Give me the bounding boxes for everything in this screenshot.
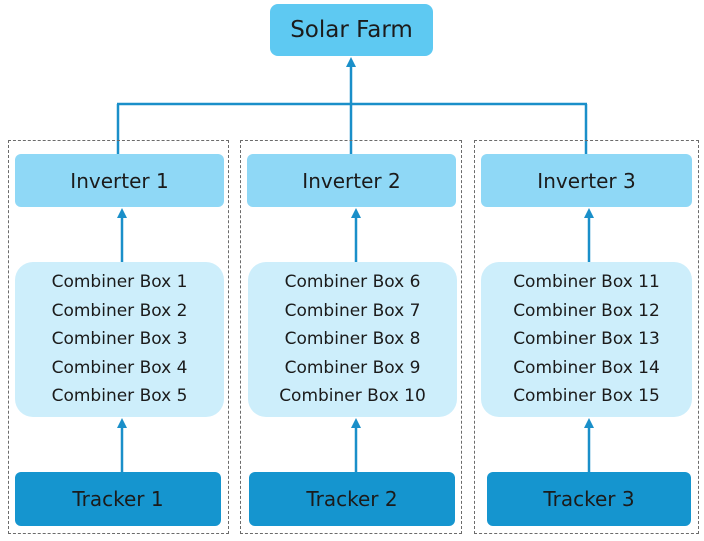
inverter-3-node: Inverter 3 bbox=[481, 154, 692, 207]
combiner-box-label: Combiner Box 8 bbox=[284, 329, 421, 350]
branch-group-2 bbox=[240, 140, 462, 534]
combiner-box-label: Combiner Box 14 bbox=[513, 357, 660, 378]
tracker-2-node: Tracker 2 bbox=[249, 472, 455, 526]
combiner-box-label: Combiner Box 7 bbox=[284, 300, 421, 321]
combiner-box-label: Combiner Box 11 bbox=[513, 272, 660, 293]
combiner-box-label: Combiner Box 6 bbox=[284, 272, 421, 293]
combiner-box-label: Combiner Box 1 bbox=[51, 272, 188, 293]
tracker-3-node: Tracker 3 bbox=[487, 472, 691, 526]
combiner-group-2: Combiner Box 6 Combiner Box 7 Combiner B… bbox=[248, 262, 457, 417]
branch-group-3 bbox=[474, 140, 699, 534]
combiner-box-label: Combiner Box 9 bbox=[284, 357, 421, 378]
inverter-2-node: Inverter 2 bbox=[247, 154, 456, 207]
combiner-box-label: Combiner Box 3 bbox=[51, 329, 188, 350]
combiner-box-label: Combiner Box 10 bbox=[279, 386, 426, 407]
combiner-box-label: Combiner Box 13 bbox=[513, 329, 660, 350]
solar-farm-node: Solar Farm bbox=[270, 4, 433, 56]
combiner-box-label: Combiner Box 12 bbox=[513, 300, 660, 321]
combiner-box-label: Combiner Box 2 bbox=[51, 300, 188, 321]
branch-group-1 bbox=[8, 140, 229, 534]
tracker-1-node: Tracker 1 bbox=[15, 472, 221, 526]
combiner-box-label: Combiner Box 4 bbox=[51, 357, 188, 378]
combiner-box-label: Combiner Box 5 bbox=[51, 386, 188, 407]
inverter-1-node: Inverter 1 bbox=[15, 154, 224, 207]
combiner-group-1: Combiner Box 1 Combiner Box 2 Combiner B… bbox=[15, 262, 224, 417]
combiner-box-label: Combiner Box 15 bbox=[513, 386, 660, 407]
combiner-group-3: Combiner Box 11 Combiner Box 12 Combiner… bbox=[481, 262, 692, 417]
